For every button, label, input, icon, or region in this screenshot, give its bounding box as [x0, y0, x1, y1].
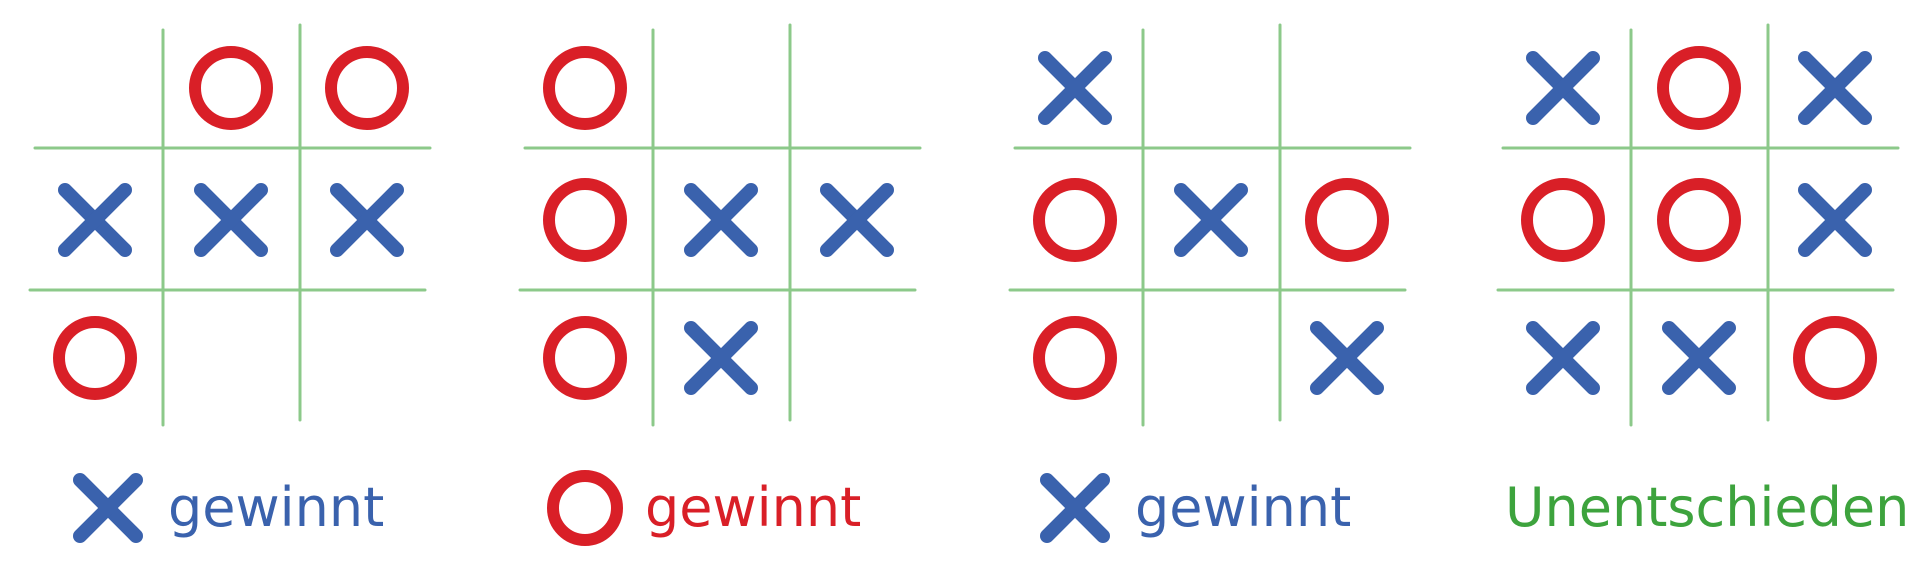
result-text: Unentschieden: [1505, 476, 1910, 539]
x-mark-icon: [1040, 473, 1110, 543]
x-mark: [1798, 183, 1872, 257]
x-mark: [1174, 183, 1248, 257]
x-mark: [1526, 321, 1600, 395]
o-mark: [543, 316, 627, 400]
o-mark: [1657, 46, 1741, 130]
o-mark: [543, 178, 627, 262]
board-1: [25, 20, 435, 430]
o-mark: [543, 46, 627, 130]
o-mark: [1033, 178, 1117, 262]
o-mark: [1033, 316, 1117, 400]
board-4-grid: [1496, 23, 1900, 427]
board-2-grid: [518, 23, 922, 427]
board-2: [515, 20, 925, 430]
o-mark: [53, 316, 137, 400]
x-mark: [684, 183, 758, 257]
x-mark: [1798, 51, 1872, 125]
o-mark: [1793, 316, 1877, 400]
result-caption-1: gewinnt: [68, 468, 384, 548]
result-caption-3: gewinnt: [1035, 468, 1351, 548]
x-mark: [194, 183, 268, 257]
x-mark: [1662, 321, 1736, 395]
o-mark: [189, 46, 273, 130]
x-mark: [684, 321, 758, 395]
result-text: gewinnt: [1135, 476, 1352, 539]
o-mark-icon: [547, 470, 623, 546]
x-mark-icon: [68, 468, 148, 548]
board-1-grid: [28, 23, 432, 427]
o-mark: [325, 46, 409, 130]
x-mark: [58, 183, 132, 257]
board-4: [1493, 20, 1903, 430]
x-mark: [820, 183, 894, 257]
x-mark: [330, 183, 404, 257]
result-caption-4: Unentschieden: [1505, 468, 1909, 548]
result-text: gewinnt: [168, 476, 385, 539]
board-3-grid: [1008, 23, 1412, 427]
x-mark-icon: [1035, 468, 1115, 548]
o-mark: [1305, 178, 1389, 262]
x-mark: [1310, 321, 1384, 395]
o-mark: [1521, 178, 1605, 262]
result-text: gewinnt: [645, 476, 862, 539]
result-caption-2: gewinnt: [545, 468, 861, 548]
board-3: [1005, 20, 1415, 430]
o-mark-icon: [545, 468, 625, 548]
x-mark: [1526, 51, 1600, 125]
o-mark: [1657, 178, 1741, 262]
x-mark: [1038, 51, 1112, 125]
x-mark-icon: [73, 473, 143, 543]
